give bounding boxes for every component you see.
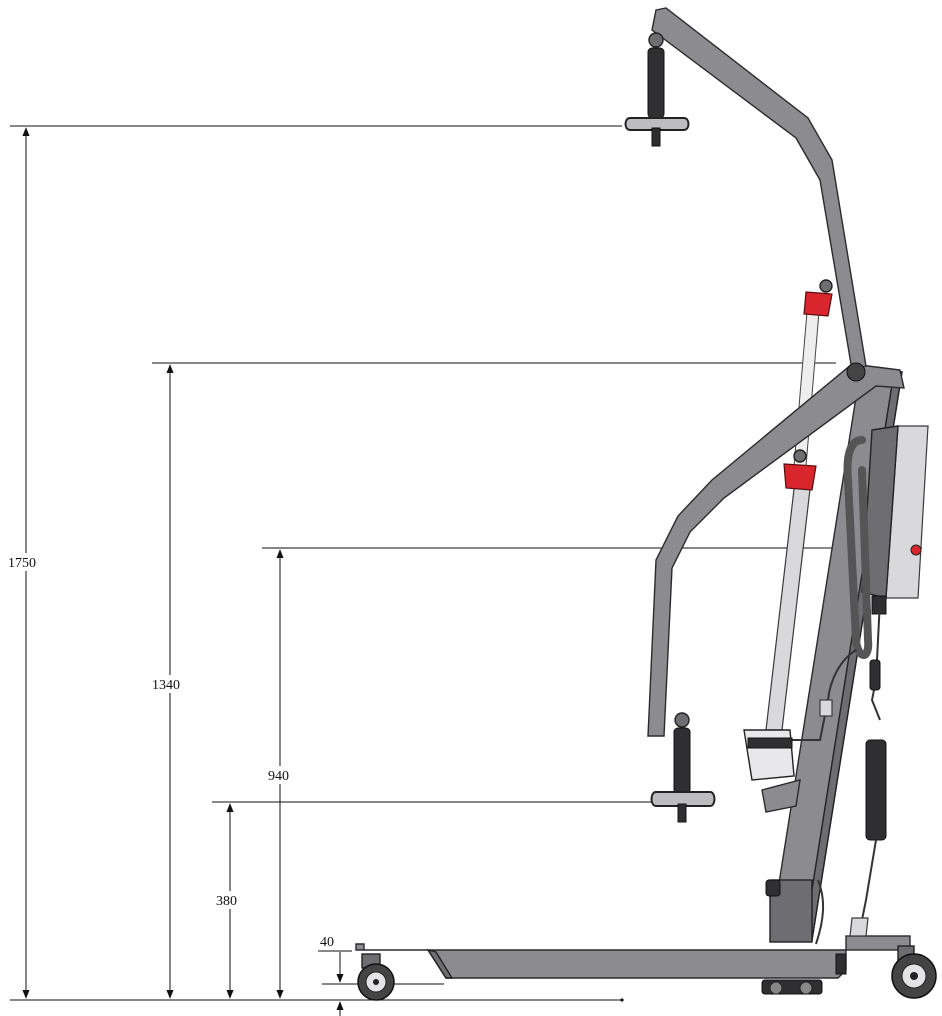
- actuator-top-pivot: [819, 279, 833, 293]
- handle-and-cables: [790, 436, 887, 945]
- front-caster-axle: [373, 979, 379, 985]
- rear-caster: [891, 945, 937, 999]
- spreader-pin-lowered: [677, 803, 687, 823]
- label-bg-380: [214, 891, 244, 909]
- center-caster-wheel-a: [769, 981, 783, 995]
- actuator-motor-band: [747, 737, 793, 749]
- actuator-collar-lower: [783, 463, 817, 491]
- spreader-bar-lowered: [650, 712, 716, 823]
- dimension-label-1340: 1340: [152, 678, 180, 693]
- label-bg-1750: [6, 553, 46, 571]
- label-bg-1340: [150, 675, 190, 693]
- dimension-label-380: 380: [216, 894, 237, 909]
- control-box: [861, 425, 929, 615]
- spreader-hinge-raised: [648, 32, 664, 48]
- spreader-hook-lowered: [650, 791, 716, 807]
- boom: [647, 7, 905, 737]
- label-bg-940: [266, 766, 296, 784]
- rear-base-bracket: [845, 935, 911, 951]
- actuator-mid-pivot: [793, 449, 807, 463]
- spreader-hook-raised: [624, 117, 690, 131]
- dimension-label-940: 940: [268, 769, 289, 784]
- actuator-collar-upper: [803, 291, 833, 317]
- push-handle: [843, 436, 873, 659]
- baseline-end-dot: [620, 998, 624, 1002]
- brake-pedal: [835, 953, 847, 975]
- spreader-pin-raised: [651, 127, 661, 147]
- coiled-cable: [865, 739, 887, 841]
- boom-pivot: [846, 362, 866, 382]
- spreader-bar-raised: [624, 32, 690, 147]
- base-chassis: [355, 935, 911, 995]
- mast-knob: [765, 879, 781, 897]
- patient-lift: [355, 7, 937, 1001]
- center-caster-wheel-b: [799, 981, 813, 995]
- front-caster: [357, 953, 395, 1001]
- dimension-label-1750: 1750: [8, 556, 36, 571]
- base-rail: [355, 943, 847, 979]
- rear-caster-axle: [910, 972, 918, 980]
- boom-arm-low: [647, 363, 905, 737]
- emergency-stop-icon: [910, 544, 922, 556]
- cable-clip: [819, 699, 833, 717]
- spreader-stem-lowered: [673, 727, 691, 795]
- hand-control-cable-lower: [859, 839, 877, 931]
- spreader-hinge-lowered: [674, 712, 690, 728]
- actuator-tube: [765, 471, 813, 731]
- spreader-stem-raised: [647, 47, 665, 119]
- boom-arm-high: [651, 7, 867, 371]
- dimension-labels: 1750 1340 940 380 40: [6, 553, 334, 950]
- actuator-bracket: [761, 779, 801, 813]
- base-rail-shade: [426, 948, 454, 979]
- hand-control-holder: [849, 917, 869, 937]
- battery-cable: [815, 879, 825, 945]
- hand-control-plug: [869, 659, 881, 691]
- dimension-label-40: 40: [320, 935, 334, 950]
